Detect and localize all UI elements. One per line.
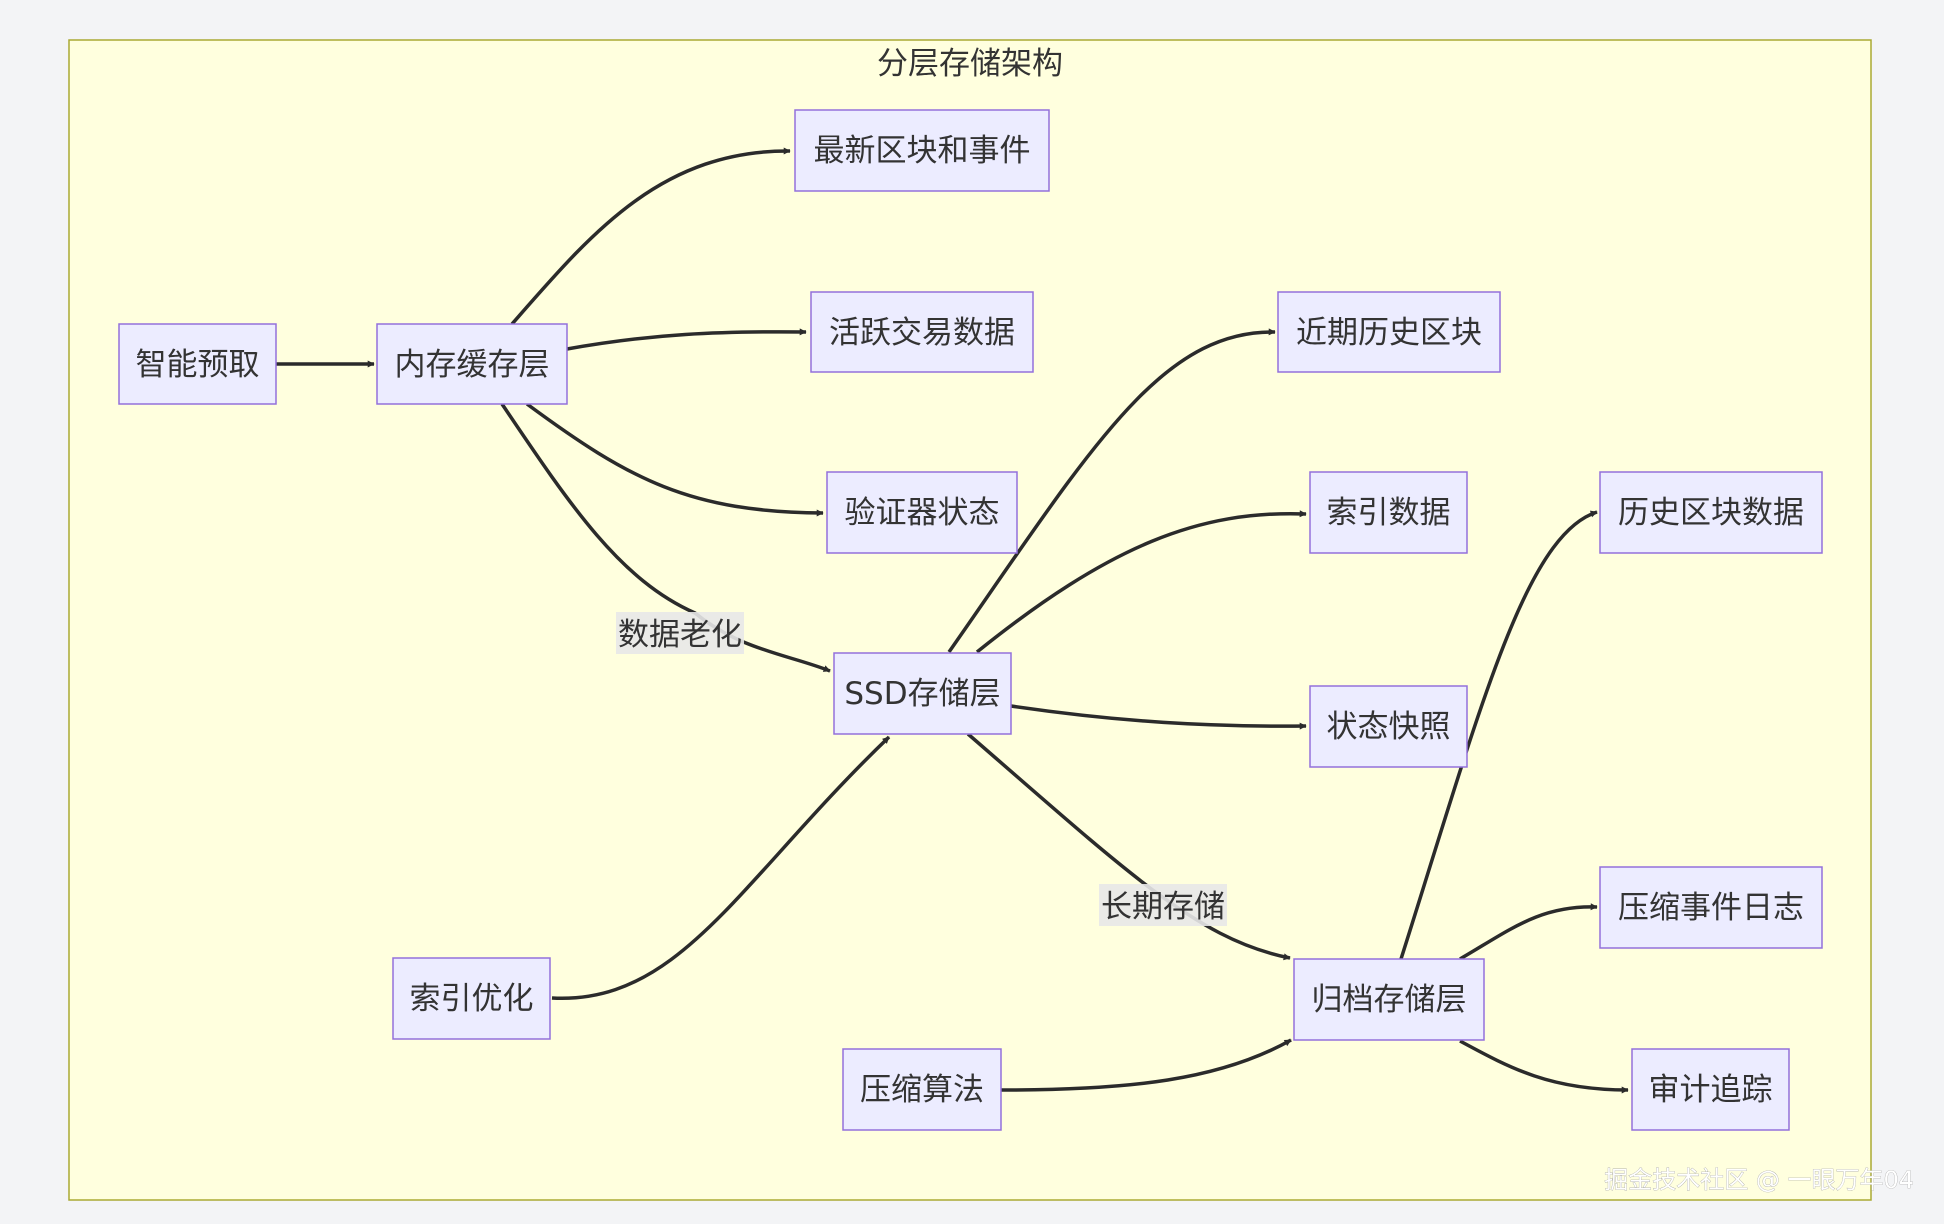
node-history-blocks[interactable]: 历史区块数据 [1599, 471, 1823, 554]
svg-text:数据老化: 数据老化 [618, 617, 742, 653]
svg-text:近期历史区块: 近期历史区块 [1296, 315, 1482, 351]
svg-text:智能预取: 智能预取 [136, 347, 260, 383]
edge-ssd-to-recent [947, 328, 1276, 654]
node-validator-state[interactable]: 验证器状态 [826, 471, 1018, 554]
svg-text:内存缓存层: 内存缓存层 [395, 347, 550, 383]
node-active-tx[interactable]: 活跃交易数据 [810, 291, 1034, 373]
svg-text:验证器状态: 验证器状态 [845, 495, 1000, 531]
svg-text:长期存储: 长期存储 [1101, 889, 1225, 925]
svg-text:索引数据: 索引数据 [1327, 495, 1451, 531]
node-memory-cache[interactable]: 内存缓存层 [376, 323, 568, 405]
node-compress-logs[interactable]: 压缩事件日志 [1599, 866, 1823, 949]
node-audit-trail[interactable]: 审计追踪 [1631, 1048, 1790, 1131]
svg-text:审计追踪: 审计追踪 [1649, 1072, 1773, 1108]
node-state-snapshot[interactable]: 状态快照 [1309, 685, 1468, 768]
edge-ssd-to-snapshot [1010, 704, 1307, 730]
edge-memory-to-latest [510, 147, 791, 326]
edge-indexopt-to-ssd [551, 735, 891, 1000]
edge-label-long-term: 长期存储 [1099, 884, 1227, 926]
svg-text:最新区块和事件: 最新区块和事件 [814, 133, 1031, 169]
node-prefetch[interactable]: 智能预取 [118, 323, 277, 405]
cluster-title: 分层存储架构 [877, 46, 1063, 82]
edge-algo-to-archive [1000, 1038, 1292, 1092]
edge-memory-to-validator [525, 402, 824, 517]
edge-archive-to-logs [1459, 903, 1598, 961]
svg-text:活跃交易数据: 活跃交易数据 [829, 315, 1015, 351]
edges [276, 147, 1629, 1094]
edge-archive-to-history [1399, 510, 1598, 960]
svg-text:压缩算法: 压缩算法 [860, 1072, 984, 1108]
node-ssd-layer[interactable]: SSD存储层 [833, 652, 1012, 735]
edge-memory-to-ssd [500, 403, 831, 673]
node-index-data[interactable]: 索引数据 [1309, 471, 1468, 554]
node-archive-layer[interactable]: 归档存储层 [1293, 958, 1485, 1041]
svg-text:压缩事件日志: 压缩事件日志 [1618, 890, 1804, 926]
svg-text:归档存储层: 归档存储层 [1312, 982, 1467, 1018]
watermark: 掘金技术社区 @ 一眼万年04 [1604, 1166, 1914, 1194]
node-compress-algo[interactable]: 压缩算法 [842, 1048, 1002, 1131]
svg-text:索引优化: 索引优化 [410, 981, 534, 1017]
node-latest-blocks[interactable]: 最新区块和事件 [794, 109, 1050, 192]
svg-text:历史区块数据: 历史区块数据 [1618, 495, 1804, 531]
edge-memory-to-active [566, 328, 807, 351]
edge-archive-to-audit [1459, 1039, 1629, 1094]
edge-label-data-aging: 数据老化 [616, 612, 744, 654]
node-index-opt[interactable]: 索引优化 [392, 957, 551, 1040]
svg-text:SSD存储层: SSD存储层 [844, 676, 1000, 712]
node-recent-history[interactable]: 近期历史区块 [1277, 291, 1501, 373]
svg-text:状态快照: 状态快照 [1327, 709, 1451, 745]
edge-ssd-to-index [975, 510, 1307, 654]
